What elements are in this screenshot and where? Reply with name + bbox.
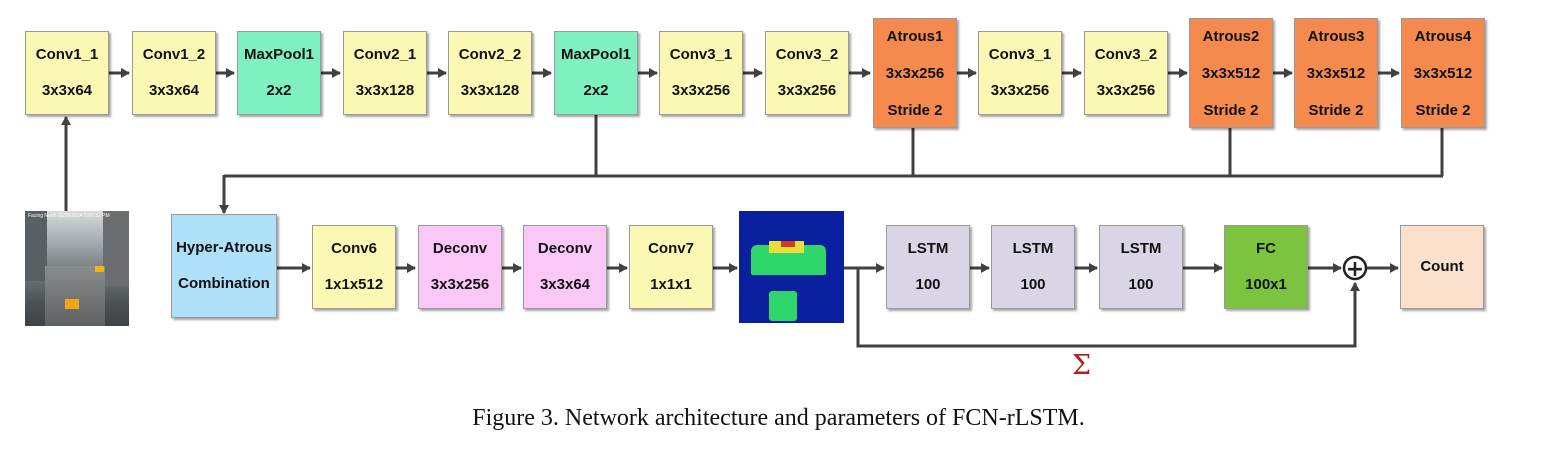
node-conv3_2a: Conv3_2 3x3x256: [765, 31, 849, 115]
node-conv3_1a: Conv3_1 3x3x256: [659, 31, 743, 115]
node-param: 3x3x256: [990, 82, 1050, 99]
node-atrous3: Atrous3 3x3x512 Stride 2: [1294, 18, 1378, 128]
input-traffic-image: Facing North 11/29/2014 5:07:12 PM: [25, 211, 129, 326]
node-hyper-atrous: Hyper-Atrous Combination: [171, 214, 277, 318]
node-title: Atrous2: [1202, 27, 1260, 45]
image-road: [45, 266, 105, 326]
node-lstm3: LSTM 100: [1099, 225, 1183, 309]
node-subtitle: Combination: [178, 275, 270, 292]
node-lstm2: LSTM 100: [991, 225, 1075, 309]
node-title: LSTM: [907, 240, 949, 257]
node-title: Conv2_1: [353, 46, 417, 63]
density-region-high: [781, 241, 795, 247]
node-param: 100: [915, 276, 941, 293]
node-atrous2: Atrous2 3x3x512 Stride 2: [1189, 18, 1273, 128]
node-deconv2: Deconv 3x3x64: [523, 225, 607, 309]
node-param: 100: [1128, 276, 1154, 293]
node-param: 3x3x128: [460, 82, 520, 99]
node-param: 3x3x512: [1201, 64, 1261, 82]
node-conv6: Conv6 1x1x512: [312, 225, 396, 309]
figure-caption: Figure 3. Network architecture and param…: [472, 405, 1085, 431]
node-conv7: Conv7 1x1x1: [629, 225, 713, 309]
node-param: 2x2: [266, 82, 292, 99]
node-title: LSTM: [1012, 240, 1054, 257]
node-conv2_1: Conv2_1 3x3x128: [343, 31, 427, 115]
node-param: 3x3x256: [885, 64, 945, 82]
density-region-medium: [769, 241, 804, 253]
node-title: Count: [1420, 258, 1464, 275]
node-title: Conv1_1: [35, 46, 99, 63]
node-title: Atrous3: [1307, 27, 1365, 45]
node-lstm1: LSTM 100: [886, 225, 970, 309]
node-title: Conv3_1: [988, 46, 1052, 63]
node-title: Hyper-Atrous: [176, 239, 272, 256]
node-title: Conv7: [648, 240, 694, 257]
node-conv3_1b: Conv3_1 3x3x256: [978, 31, 1062, 115]
node-title: Atrous1: [886, 27, 944, 45]
sum-symbol: +: [1346, 257, 1364, 282]
node-param: 3x3x256: [671, 82, 731, 99]
node-title: MaxPool1: [243, 46, 315, 63]
image-timestamp: Facing North 11/29/2014 5:07:12 PM: [28, 213, 110, 219]
sigma-symbol: Σ: [1072, 350, 1092, 381]
node-stride: Stride 2: [1415, 101, 1471, 119]
node-param: 1x1x1: [650, 276, 692, 293]
node-fc: FC 100x1: [1224, 225, 1308, 309]
image-building-right: [103, 211, 129, 286]
node-title: Atrous4: [1414, 27, 1472, 45]
node-count: Count: [1400, 225, 1484, 309]
node-param: 2x2: [583, 82, 609, 99]
node-title: Conv2_2: [458, 46, 522, 63]
residual-path: [856, 268, 1360, 348]
image-building-left: [25, 211, 47, 281]
node-title: Conv3_1: [669, 46, 733, 63]
sum-node-circle: [1342, 255, 1368, 281]
node-title: Conv1_2: [142, 46, 206, 63]
node-param: 3x3x64: [539, 276, 591, 293]
image-taxi: [65, 299, 79, 309]
node-param: 1x1x512: [324, 276, 384, 293]
node-conv1_1: Conv1_1 3x3x64: [25, 31, 109, 115]
node-stride: Stride 2: [1203, 101, 1259, 119]
node-stride: Stride 2: [887, 101, 943, 119]
node-stride: Stride 2: [1308, 101, 1364, 119]
node-param: 3x3x64: [148, 82, 200, 99]
node-deconv1: Deconv 3x3x256: [418, 225, 502, 309]
node-param: 3x3x512: [1306, 64, 1366, 82]
node-title: MaxPool1: [560, 46, 632, 63]
node-param: 3x3x64: [41, 82, 93, 99]
density-map-image: [739, 211, 844, 323]
node-atrous1: Atrous1 3x3x256 Stride 2: [873, 18, 957, 128]
node-title: Deconv: [432, 240, 488, 257]
node-param: 100: [1020, 276, 1046, 293]
node-param: 3x3x512: [1413, 64, 1473, 82]
node-title: Conv6: [331, 240, 377, 257]
node-param: 3x3x128: [355, 82, 415, 99]
node-maxpool1b: MaxPool1 2x2: [554, 31, 638, 115]
node-conv1_2: Conv1_2 3x3x64: [132, 31, 216, 115]
node-atrous4: Atrous4 3x3x512 Stride 2: [1401, 18, 1485, 128]
node-param: 3x3x256: [430, 276, 490, 293]
node-title: Conv3_2: [1094, 46, 1158, 63]
node-param: 3x3x256: [1096, 82, 1156, 99]
node-param: 100x1: [1245, 276, 1287, 293]
node-title: FC: [1256, 240, 1276, 257]
node-param: 3x3x256: [777, 82, 837, 99]
node-title: Deconv: [537, 240, 593, 257]
node-conv2_2: Conv2_2 3x3x128: [448, 31, 532, 115]
node-maxpool1a: MaxPool1 2x2: [237, 31, 321, 115]
density-region-lower: [769, 291, 797, 321]
node-conv3_2b: Conv3_2 3x3x256: [1084, 31, 1168, 115]
node-title: Conv3_2: [775, 46, 839, 63]
image-taxi-far: [95, 266, 104, 272]
node-title: LSTM: [1120, 240, 1162, 257]
